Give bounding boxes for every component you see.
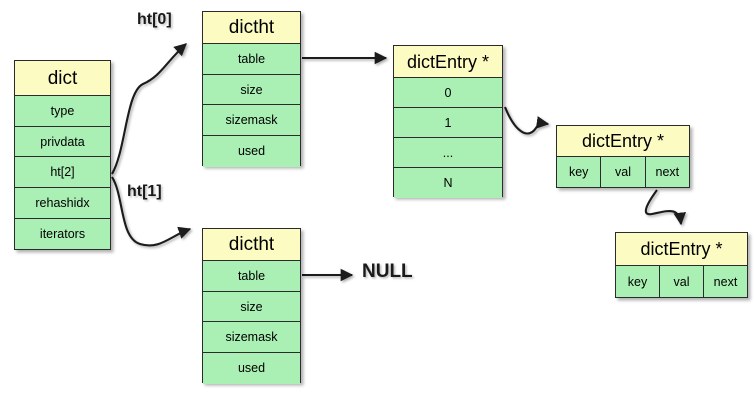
dict-header: dict [15,61,110,96]
dict-field-privdata: privdata [15,126,110,158]
dictht0-header: dictht [203,12,300,44]
dictht0-struct: dictht table size sizemask used [202,11,301,167]
dictht1-field-sizemask: sizemask [203,322,300,354]
dictentry-node-2-key: key [616,266,660,297]
dictht0-field-size: size [203,74,300,106]
dict-field-rehashidx: rehashidx [15,188,110,219]
dictentry-node-1: dictEntry * key val next [556,125,690,188]
edge-ht0 [111,43,187,175]
dictentry-node-2-val: val [660,266,704,297]
dictentry-node-1-header: dictEntry * [557,126,689,157]
dict-field-ht: ht[2] [15,157,110,189]
edge-array-to-entry1 [504,106,550,135]
dictentry-array-slot-n: N [394,168,502,198]
dictht0-field-table: table [203,44,300,75]
dictentry-array-slot-0: 0 [394,78,502,108]
dictentry-node-2-cells: key val next [616,266,747,297]
dictentry-node-1-cells: key val next [557,157,689,187]
dictentry-node-2-header: dictEntry * [616,233,747,266]
dictentry-node-2: dictEntry * key val next [615,232,748,298]
dictentry-node-1-val: val [601,157,646,187]
dictentry-node-1-key: key [557,157,602,187]
dictht1-field-table: table [203,261,300,292]
dictht0-field-sizemask: sizemask [203,105,300,137]
dictentry-array-struct: dictEntry * 0 1 ... N [393,45,503,198]
null-label: NULL [362,261,413,282]
edge-entry1-next-to-entry2 [644,189,687,226]
edge-label-ht0: ht[0] [137,11,172,28]
dict-struct: dict type privdata ht[2] rehashidx itera… [14,60,111,250]
edge-label-ht1: ht[1] [127,183,162,200]
dictentry-node-2-next: next [704,266,747,297]
dictht1-field-size: size [203,291,300,323]
dictentry-array-header: dictEntry * [394,46,502,78]
dict-field-iterators: iterators [15,218,110,250]
dictht1-struct: dictht table size sizemask used [202,228,301,384]
dict-field-type: type [15,96,110,127]
dictht1-header: dictht [203,229,300,261]
dictentry-node-1-next: next [645,157,689,187]
dictht1-field-used: used [203,353,300,384]
dictentry-array-slot-ellipsis: ... [394,138,502,168]
dictentry-array-slot-1: 1 [394,108,502,138]
dictht0-field-used: used [203,136,300,167]
